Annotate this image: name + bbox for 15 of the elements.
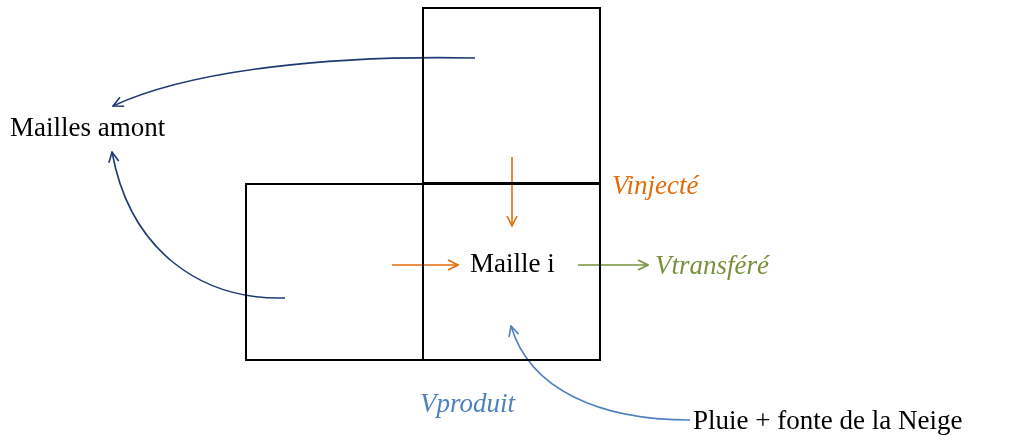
arrow bbox=[577, 259, 649, 271]
volume-label: Vinjecté bbox=[612, 170, 699, 201]
text-label: Mailles amont bbox=[10, 112, 166, 143]
volume-label: Vproduit bbox=[420, 388, 515, 419]
arrow bbox=[506, 156, 518, 227]
cell-label: Maille i bbox=[470, 248, 555, 279]
text-label: Vtransféré bbox=[655, 250, 769, 281]
text-label: Pluie + fonte de la Neige bbox=[693, 405, 963, 436]
arrow bbox=[391, 259, 459, 271]
arrow bbox=[112, 56, 476, 108]
grid-cell bbox=[422, 7, 601, 184]
arrow bbox=[108, 151, 286, 299]
grid-cell bbox=[245, 183, 424, 361]
arrow bbox=[509, 325, 691, 421]
grid-cell bbox=[422, 183, 601, 361]
